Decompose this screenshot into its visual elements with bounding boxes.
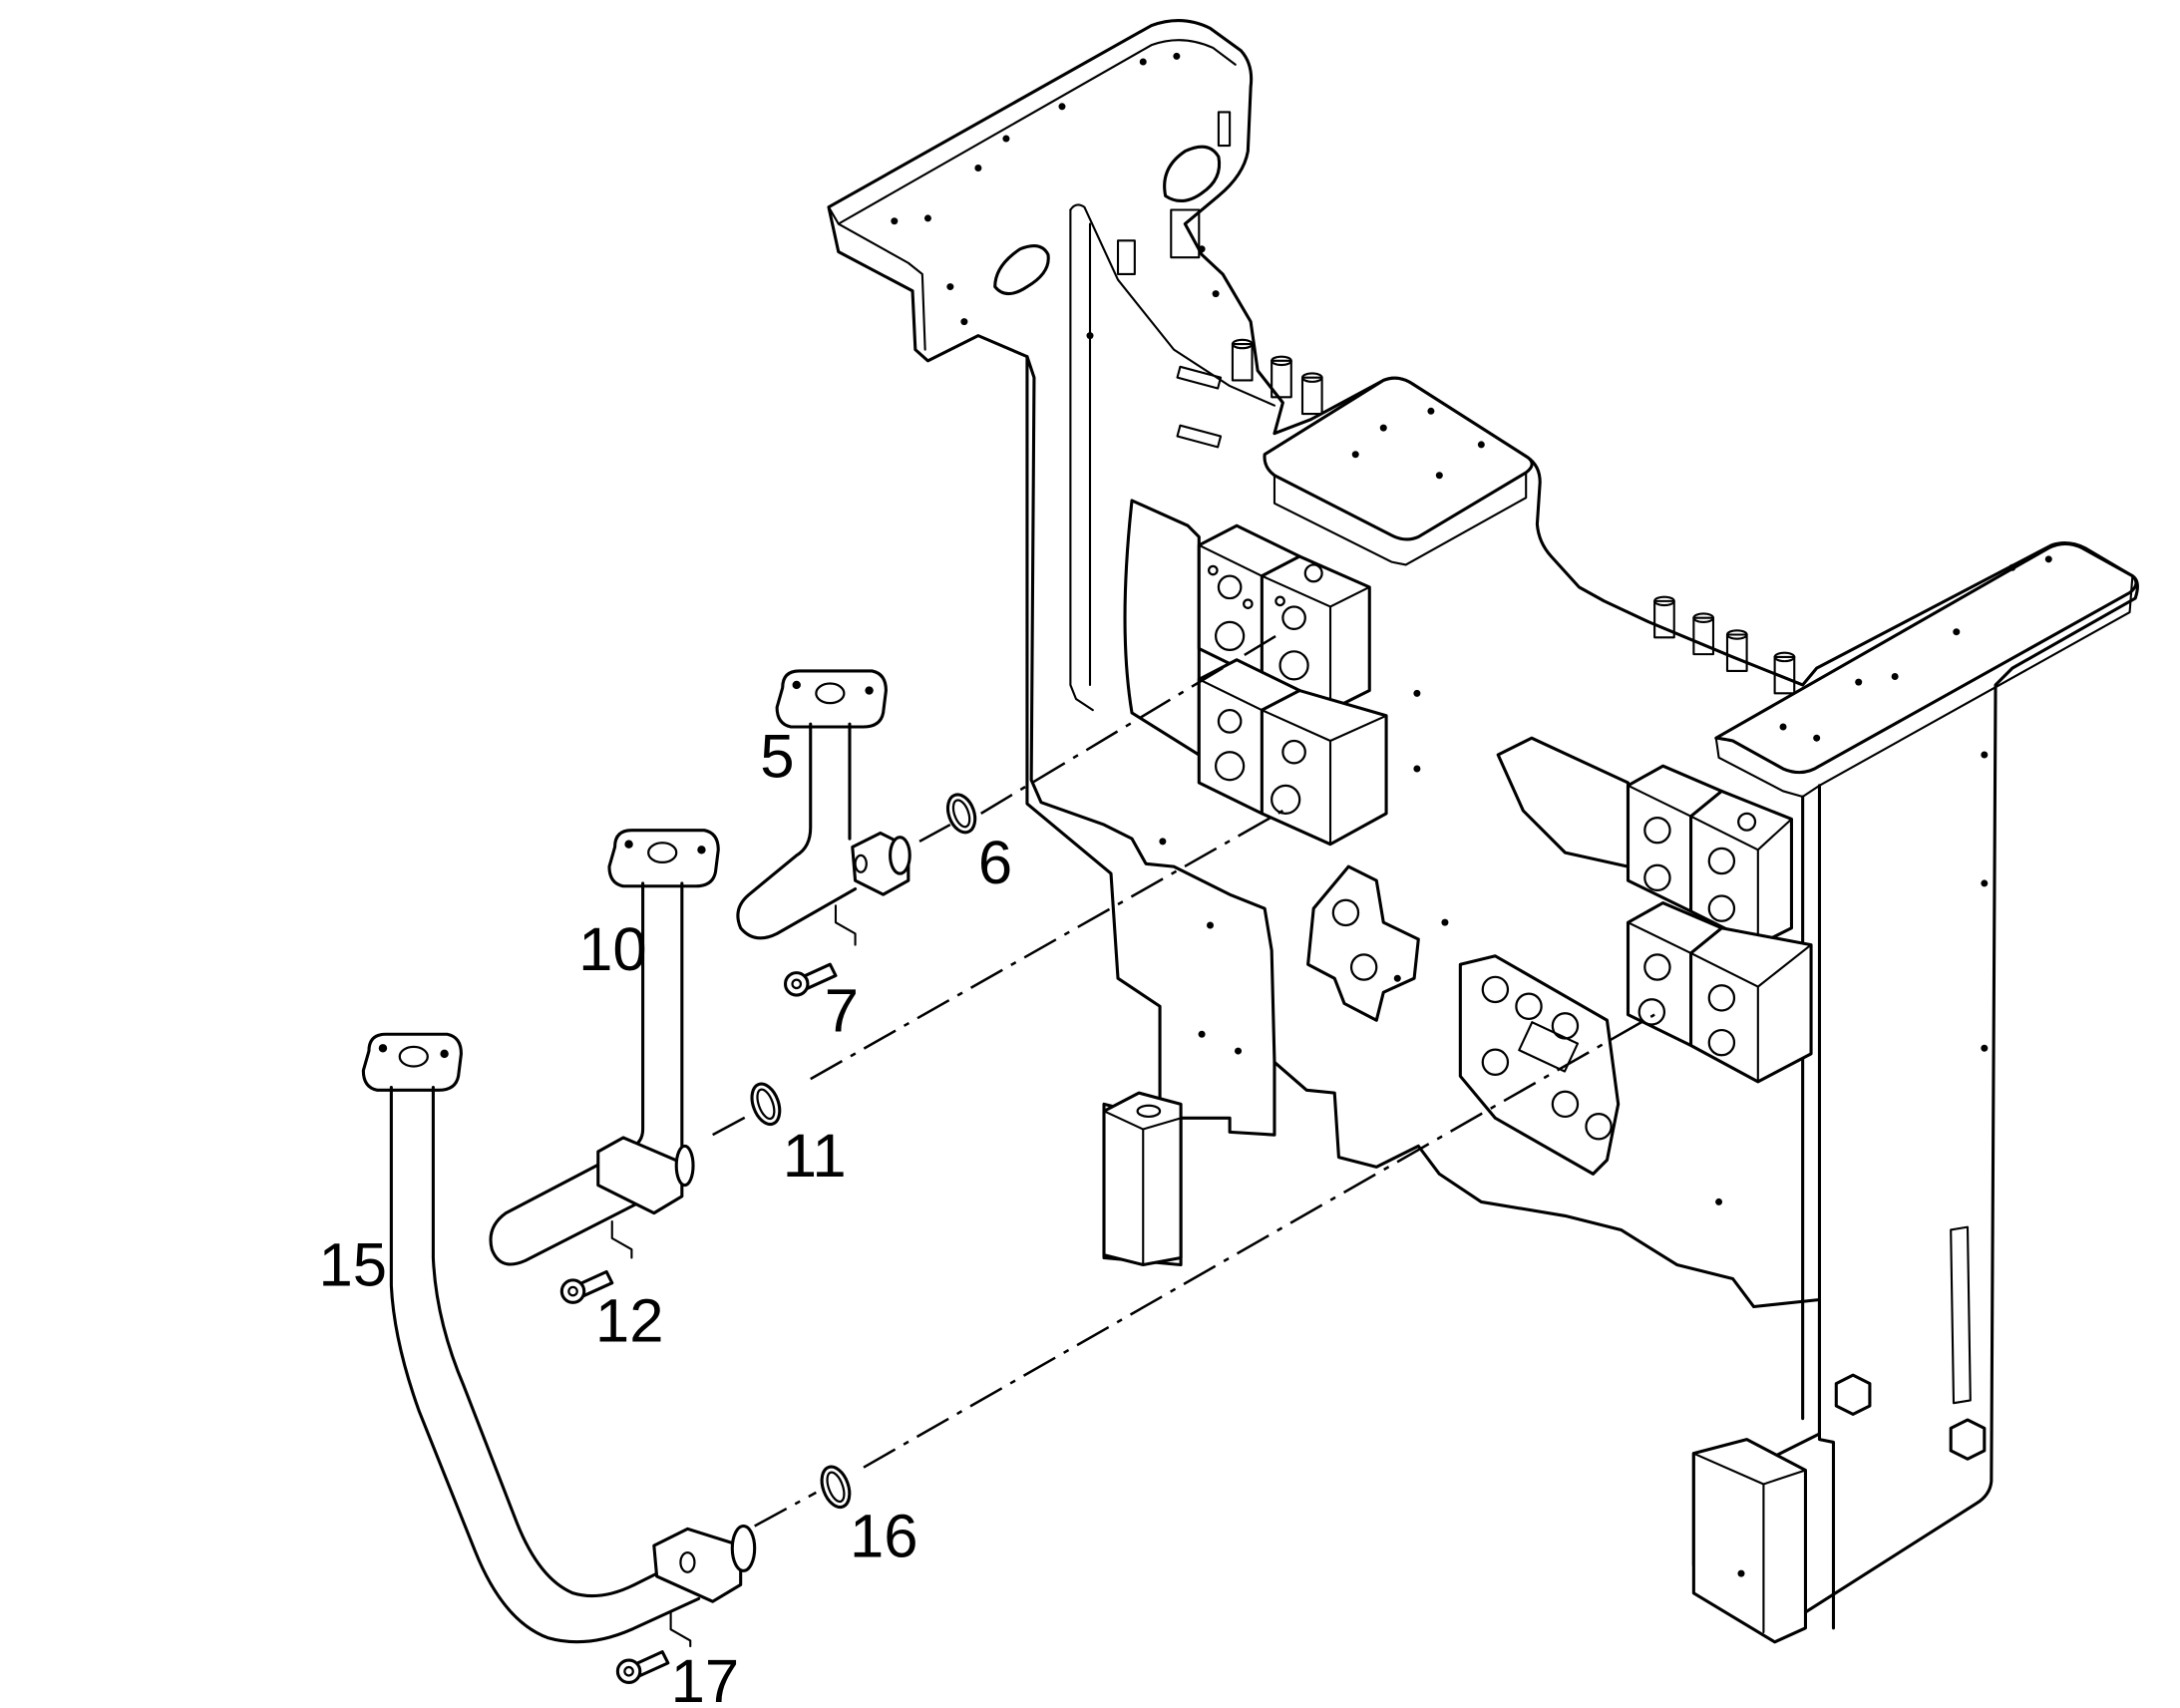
callout-15: 15 [318, 1230, 387, 1299]
part-15-pipe [361, 1032, 757, 1648]
part-10-pipe [489, 829, 720, 1266]
callout-10: 10 [578, 915, 647, 984]
callout-17: 17 [671, 1647, 740, 1708]
callout-12: 12 [595, 1287, 664, 1356]
callout-6: 6 [978, 829, 1012, 897]
assembly-lines [712, 630, 1655, 1528]
callout-7: 7 [825, 976, 859, 1045]
part-17-screw [615, 1650, 670, 1685]
callout-5: 5 [760, 722, 794, 791]
part-12-screw [559, 1269, 614, 1304]
valve-blocks [1197, 523, 1813, 1084]
callout-11: 11 [783, 1122, 847, 1191]
callout-16: 16 [850, 1502, 918, 1570]
part-5-pipe [736, 669, 911, 946]
part-16-oring [820, 1465, 852, 1510]
machine-frame [827, 19, 2139, 1644]
part-7-screw [783, 962, 838, 997]
part-11-oring [750, 1082, 782, 1127]
callout-labels: 5 6 7 10 11 12 15 16 17 [318, 722, 1012, 1708]
part-6-oring [945, 793, 977, 835]
